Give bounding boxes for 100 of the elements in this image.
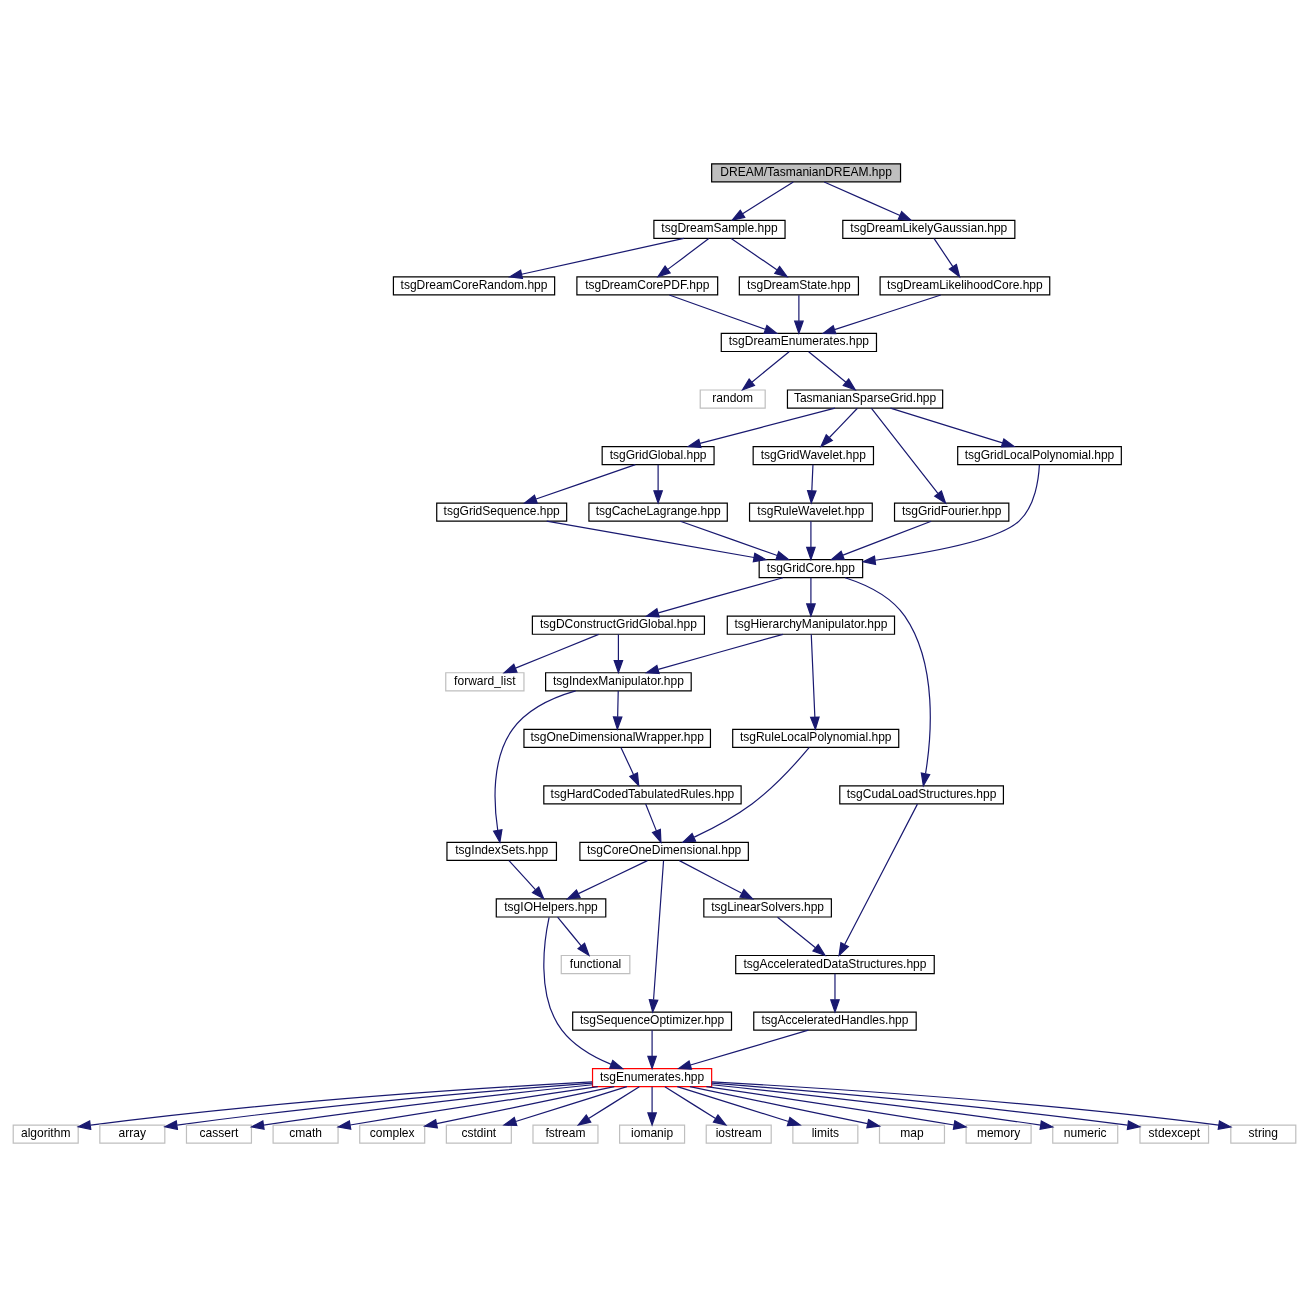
arrow: [508, 237, 685, 280]
node-box: string: [1230, 1124, 1297, 1144]
node-box: functional: [560, 954, 631, 975]
node-box: tsgAcceleratedHandles.hpp: [753, 1011, 917, 1031]
node-box: tsgCoreOneDimensional.hpp: [579, 841, 749, 862]
arrow: [741, 351, 790, 391]
node-box: tsgEnumerates.hpp: [591, 1068, 713, 1088]
arrow: [689, 1086, 882, 1129]
node-box: limits: [792, 1124, 859, 1144]
arrow: [861, 464, 1040, 566]
arrow: [806, 464, 817, 505]
arrow: [809, 633, 820, 732]
node-box: tsgOneDimensionalWrapper.hpp: [523, 728, 712, 748]
arrow: [730, 238, 789, 278]
node-box: tsgDreamEnumerates.hpp: [720, 332, 878, 353]
arrow: [933, 238, 961, 279]
node-box: array: [99, 1124, 166, 1144]
node-box: random: [699, 389, 766, 409]
arrow: [336, 1086, 599, 1130]
arrow: [522, 464, 636, 504]
node-box: tsgDreamCoreRandom.hpp: [392, 276, 556, 296]
arrow: [502, 633, 600, 674]
node-box: fstream: [532, 1124, 599, 1144]
arrow: [823, 181, 913, 222]
node-box: tsgGridWavelet.hpp: [752, 445, 875, 466]
node-box: numeric: [1052, 1124, 1119, 1144]
arrow: [576, 1086, 640, 1126]
arrow: [711, 1084, 1055, 1130]
node-box: algorithm: [12, 1124, 79, 1144]
node-box: tsgDreamState.hpp: [738, 276, 860, 296]
arrow: [677, 1029, 809, 1070]
arrow: [656, 238, 710, 278]
arrow: [776, 916, 827, 957]
arrow: [647, 1029, 658, 1071]
node-box: tsgGridSequence.hpp: [436, 502, 568, 522]
node-box: tsgDreamCorePDF.hpp: [576, 276, 719, 296]
arrow: [557, 916, 591, 957]
arrow: [492, 690, 577, 844]
arrow: [620, 746, 640, 788]
arrow: [508, 860, 545, 901]
arrow: [543, 916, 625, 1070]
arrow: [870, 407, 947, 505]
node-box: tsgIndexManipulator.hpp: [545, 672, 692, 692]
node-box: tsgIOHelpers.hpp: [495, 898, 607, 918]
arrow: [664, 1086, 728, 1126]
arrow: [829, 973, 841, 1014]
arrow: [668, 294, 779, 334]
node-box: tsgCacheLagrange.hpp: [588, 502, 728, 522]
arrow: [711, 1082, 1142, 1131]
arrow: [808, 351, 857, 391]
arrow: [76, 1081, 593, 1131]
node-box: cstdint: [445, 1124, 512, 1144]
arrow: [644, 633, 784, 675]
node-box: tsgGridGlobal.hpp: [601, 445, 715, 466]
arrow: [829, 520, 932, 561]
node-box: tsgIndexSets.hpp: [446, 841, 558, 862]
arrow: [681, 746, 810, 844]
node-box: tsgDreamLikelihoodCore.hpp: [879, 276, 1051, 296]
arrow: [805, 520, 816, 562]
node-box: tsgAcceleratedDataStructures.hpp: [735, 954, 935, 975]
node-box: cmath: [272, 1124, 339, 1144]
node-box: tsgLinearSolvers.hpp: [703, 898, 832, 918]
arrow: [819, 407, 859, 448]
node-box: cassert: [185, 1124, 253, 1144]
arrow: [645, 803, 662, 844]
arrow: [844, 577, 931, 788]
arrow: [653, 464, 664, 505]
arrow: [644, 577, 784, 618]
node-box: tsgCudaLoadStructures.hpp: [839, 785, 1004, 805]
arrow: [705, 1086, 968, 1130]
node-box: forward_list: [445, 672, 525, 692]
node-box: DREAM/TasmanianDREAM.hpp: [711, 163, 902, 183]
arrow: [711, 1081, 1233, 1131]
node-box: stdexcept: [1139, 1124, 1210, 1144]
node-box: complex: [359, 1124, 426, 1144]
node-box: memory: [965, 1124, 1032, 1144]
node-box: tsgHierarchyManipulator.hpp: [726, 615, 896, 635]
arrow: [565, 860, 649, 900]
arrow: [805, 577, 816, 618]
arrow: [838, 803, 919, 957]
arrow: [422, 1086, 615, 1129]
arrow: [502, 1086, 628, 1127]
arrow: [546, 520, 768, 563]
node-box: tsgGridLocalPolynomial.hpp: [957, 445, 1122, 466]
arrow: [686, 407, 836, 449]
arrow: [676, 1086, 802, 1127]
arrow: [889, 407, 1016, 448]
node-box: tsgHardCodedTabulatedRules.hpp: [543, 785, 742, 805]
arrow: [163, 1082, 594, 1131]
arrow: [249, 1084, 594, 1130]
node-box: tsgDConstructGridGlobal.hpp: [531, 615, 706, 635]
node-box: tsgDreamLikelyGaussian.hpp: [842, 219, 1016, 239]
arrow: [730, 181, 794, 222]
node-box: tsgDreamSample.hpp: [653, 219, 786, 239]
node-box: tsgRuleLocalPolynomial.hpp: [732, 728, 900, 748]
arrow: [613, 633, 624, 675]
arrow: [612, 690, 623, 731]
arrow: [647, 1086, 658, 1127]
node-box: tsgGridFourier.hpp: [893, 502, 1010, 522]
arrow: [679, 520, 791, 561]
